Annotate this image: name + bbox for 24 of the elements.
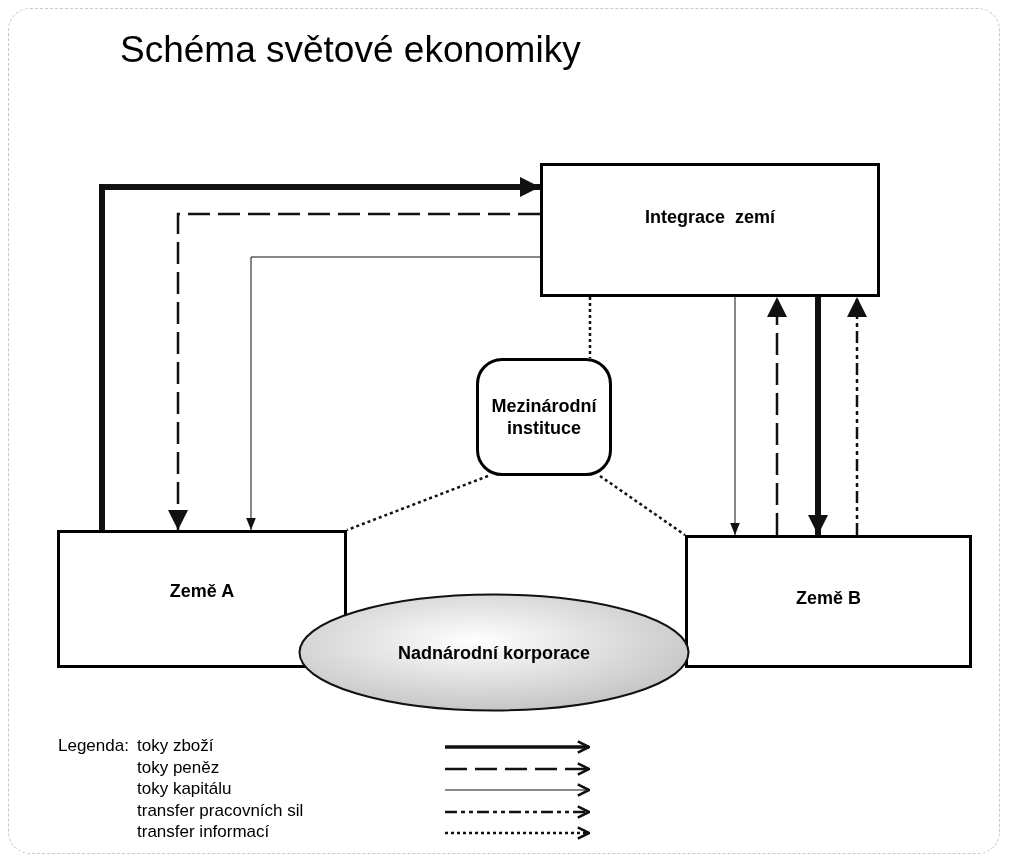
- connector-arrow: [767, 297, 787, 535]
- process-box: [57, 530, 347, 668]
- legend-label: toky peněz: [137, 756, 220, 778]
- connector-arrow: [847, 297, 867, 535]
- legend-label: toky kapitálu: [137, 778, 232, 799]
- diagram-title: Schéma světové ekonomiky: [120, 28, 581, 72]
- node-label: Země B: [795, 586, 862, 609]
- connector-arrow: [808, 297, 828, 535]
- node-label: Integrace zemí: [643, 206, 777, 228]
- rounded-box: [476, 358, 612, 476]
- connector-arrow: [99, 177, 540, 530]
- legend-label: transfer pracovních sil: [137, 799, 304, 821]
- node-label: Země A: [168, 580, 236, 602]
- connector-arrow: [168, 212, 540, 530]
- connector-arrow: [730, 296, 740, 536]
- legend-heading: Legenda:: [58, 735, 129, 756]
- legend-label: transfer informací: [137, 821, 270, 842]
- process-box: [685, 535, 972, 668]
- ellipse-node: [298, 593, 690, 712]
- legend-label: toky zboží: [137, 735, 214, 756]
- node-label: Mezinárodní instituce: [490, 395, 598, 439]
- node-label: Nadnárodní korporace: [396, 641, 591, 664]
- process-box: [540, 163, 880, 297]
- connector-arrow: [246, 256, 541, 531]
